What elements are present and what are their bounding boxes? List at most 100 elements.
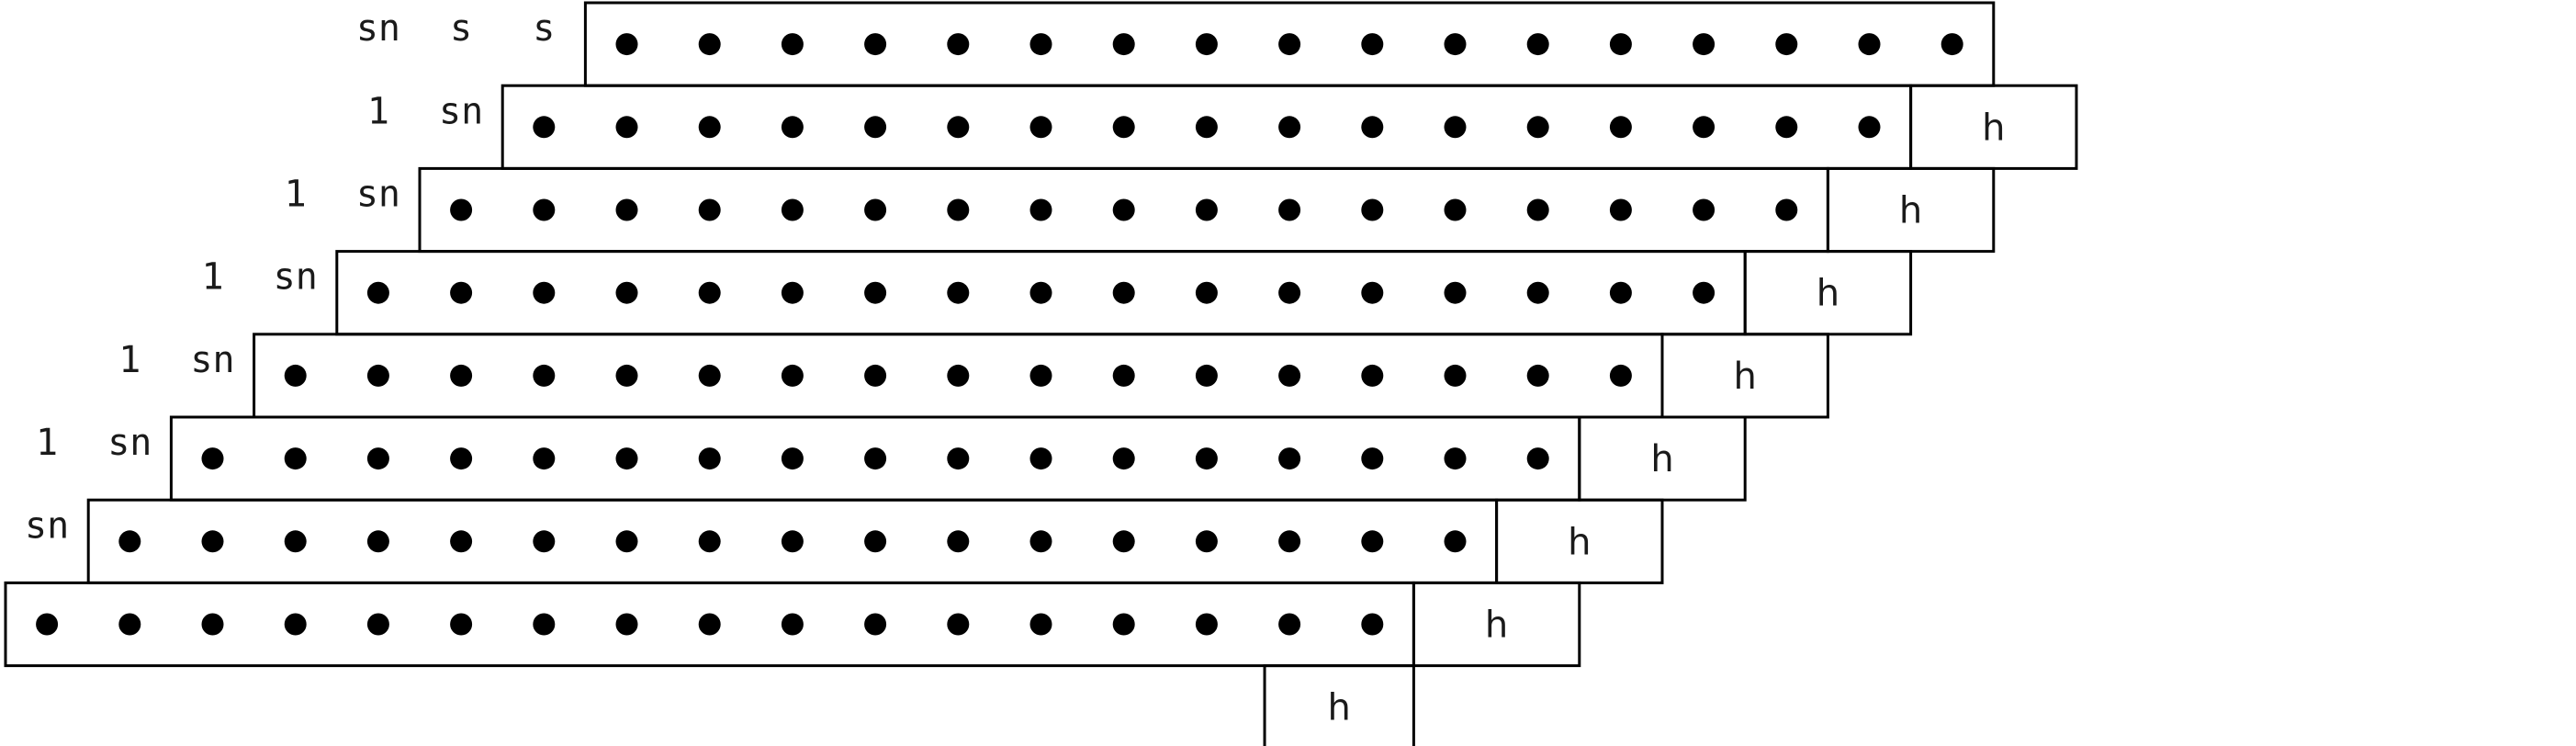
row-7-dot xyxy=(947,530,970,553)
row-5-dot xyxy=(947,364,970,387)
row-4-end-cell-label: h xyxy=(1817,273,1839,315)
row-5-dot xyxy=(1609,364,1632,387)
row-5-dot xyxy=(864,364,887,387)
row-2-dot xyxy=(1029,116,1052,139)
row-1-dot xyxy=(698,33,721,56)
row-5-dot xyxy=(1029,364,1052,387)
row-1-dot xyxy=(1444,33,1467,56)
row-7-dot xyxy=(450,530,473,553)
row-7-dot xyxy=(1195,530,1218,553)
row-7-dot xyxy=(284,530,307,553)
row-2-dot xyxy=(1526,116,1549,139)
row-5-dot xyxy=(698,364,721,387)
row-4-dot xyxy=(698,281,721,304)
row-5-label: sn xyxy=(190,339,234,381)
row-7-dot xyxy=(366,530,389,553)
row-3-dot xyxy=(1278,198,1301,221)
row-2-dot xyxy=(1361,116,1384,139)
row-3-dot xyxy=(1029,198,1052,221)
row-6-dot xyxy=(1195,447,1218,470)
row-2-dot xyxy=(533,116,556,139)
row-8-dot xyxy=(1112,613,1135,636)
row-2-dot xyxy=(1858,116,1881,139)
row-4-dot xyxy=(1444,281,1467,304)
row-4-dot xyxy=(781,281,804,304)
row-5-end-cell-label: h xyxy=(1734,356,1757,398)
row-1-dot xyxy=(1195,33,1218,56)
row-6-dot xyxy=(1361,447,1384,470)
row-5-dot xyxy=(1444,364,1467,387)
row-8-dot xyxy=(864,613,887,636)
row-8-end-cell xyxy=(1412,581,1581,668)
row-5-dot xyxy=(533,364,556,387)
row-8-dot xyxy=(1029,613,1052,636)
row-8-dot xyxy=(284,613,307,636)
row-3-label: 1 xyxy=(285,174,307,216)
row-4-label: 1 xyxy=(201,256,223,299)
row-2-dot xyxy=(947,116,970,139)
row-4-dot xyxy=(1361,281,1384,304)
row-1-dot xyxy=(1112,33,1135,56)
row-1-dot xyxy=(1858,33,1881,56)
row-3-dot xyxy=(1526,198,1549,221)
row-4-dot xyxy=(947,281,970,304)
row-5-dot xyxy=(1195,364,1218,387)
row-7-dot xyxy=(533,530,556,553)
row-5-dot xyxy=(1361,364,1384,387)
row-1-label: s xyxy=(533,7,555,50)
row-3-dot xyxy=(1775,198,1798,221)
row-1-dot xyxy=(1775,33,1798,56)
row-3-dot xyxy=(1112,198,1135,221)
row-2-dot xyxy=(1693,116,1715,139)
row-6-dot xyxy=(698,447,721,470)
bottom-cell xyxy=(1263,664,1415,746)
row-4-dot xyxy=(1693,281,1715,304)
row-6-dot xyxy=(615,447,638,470)
row-4-dot xyxy=(1526,281,1549,304)
row-3-end-cell-label: h xyxy=(1899,190,1922,232)
row-5-dot xyxy=(1112,364,1135,387)
bottom-cell-label: h xyxy=(1328,687,1351,729)
row-6-dot xyxy=(284,447,307,470)
row-7-dot xyxy=(781,530,804,553)
row-3-dot xyxy=(947,198,970,221)
row-5-dot xyxy=(1526,364,1549,387)
row-3-dot xyxy=(1693,198,1715,221)
row-7-dot xyxy=(1361,530,1384,553)
row-2-dot xyxy=(864,116,887,139)
row-2-label: 1 xyxy=(367,90,389,132)
row-4-dot xyxy=(1195,281,1218,304)
row-1-dot xyxy=(615,33,638,56)
row-5-dot xyxy=(366,364,389,387)
row-7-label: sn xyxy=(25,504,69,547)
row-3-dot xyxy=(781,198,804,221)
row-1-dot xyxy=(1940,33,1963,56)
row-7-dot xyxy=(1029,530,1052,553)
row-2-dot xyxy=(1444,116,1467,139)
row-8-dot xyxy=(450,613,473,636)
row-2-end-cell-label: h xyxy=(1982,107,2005,149)
row-4-dot xyxy=(1278,281,1301,304)
row-5-dot xyxy=(781,364,804,387)
row-6-dot xyxy=(1278,447,1301,470)
row-2-dot xyxy=(1195,116,1218,139)
row-4-dot xyxy=(1112,281,1135,304)
row-4-dot xyxy=(533,281,556,304)
row-1-label: s xyxy=(450,7,472,50)
row-1-dot xyxy=(1609,33,1632,56)
row-6-dot xyxy=(201,447,224,470)
row-2-dot xyxy=(1609,116,1632,139)
row-6-dot xyxy=(947,447,970,470)
row-3-dot xyxy=(1195,198,1218,221)
row-4-dot xyxy=(864,281,887,304)
row-3-dot xyxy=(533,198,556,221)
row-1-dot xyxy=(1029,33,1052,56)
row-1-dot xyxy=(1361,33,1384,56)
row-6-label: sn xyxy=(107,422,152,464)
row-5-label: 1 xyxy=(118,339,141,381)
row-4-dot xyxy=(1609,281,1632,304)
row-6-dot xyxy=(366,447,389,470)
row-6-dot xyxy=(1526,447,1549,470)
row-1-dot xyxy=(1278,33,1301,56)
